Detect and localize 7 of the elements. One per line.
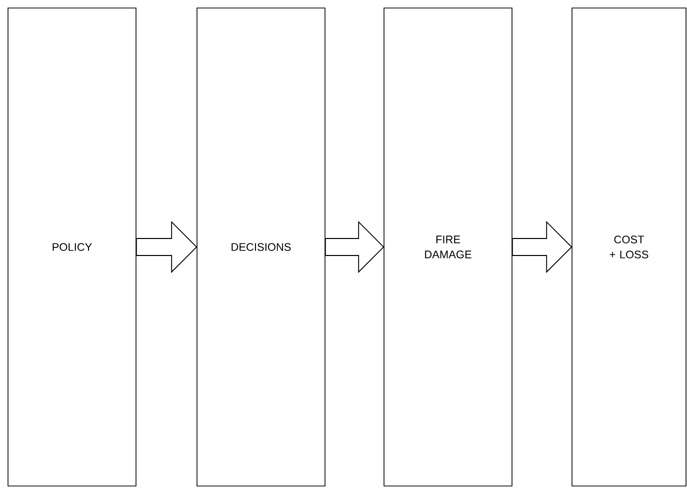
stage-box: FIRE DAMAGE [384,8,512,486]
stage-box: POLICY [8,8,136,486]
stage-box: DECISIONS [196,8,326,486]
block-arrow [512,220,572,274]
stage-box: COST + LOSS [572,8,686,486]
block-arrow [324,220,384,274]
block-arrow [136,220,198,274]
